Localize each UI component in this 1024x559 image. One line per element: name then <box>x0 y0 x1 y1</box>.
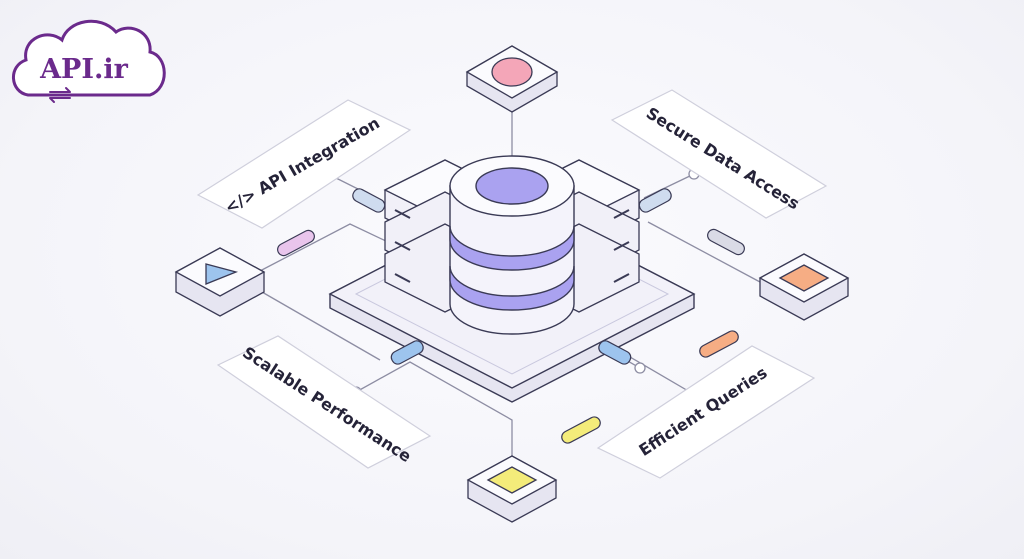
node-tile-bottom <box>466 455 558 523</box>
cloud-outline-icon <box>12 19 166 97</box>
label-scalable-performance: Scalable Performance <box>239 343 415 466</box>
blue-triangle-icon <box>205 263 239 285</box>
node-tile-right <box>758 253 850 321</box>
node-tile-top <box>465 45 559 113</box>
yellow-square-icon <box>486 466 538 494</box>
exchange-arrows-icon <box>49 87 71 103</box>
node-tile-left <box>174 247 266 317</box>
brand-name: API.ir <box>39 54 129 85</box>
pink-circle-icon <box>491 57 533 87</box>
brand-logo: API.ir <box>12 19 166 103</box>
database-cylinder-icon <box>449 155 575 335</box>
connector-pills <box>277 188 745 444</box>
orange-square-icon <box>778 264 830 292</box>
label-card-efficient-queries: Efficient Queries <box>596 345 816 479</box>
